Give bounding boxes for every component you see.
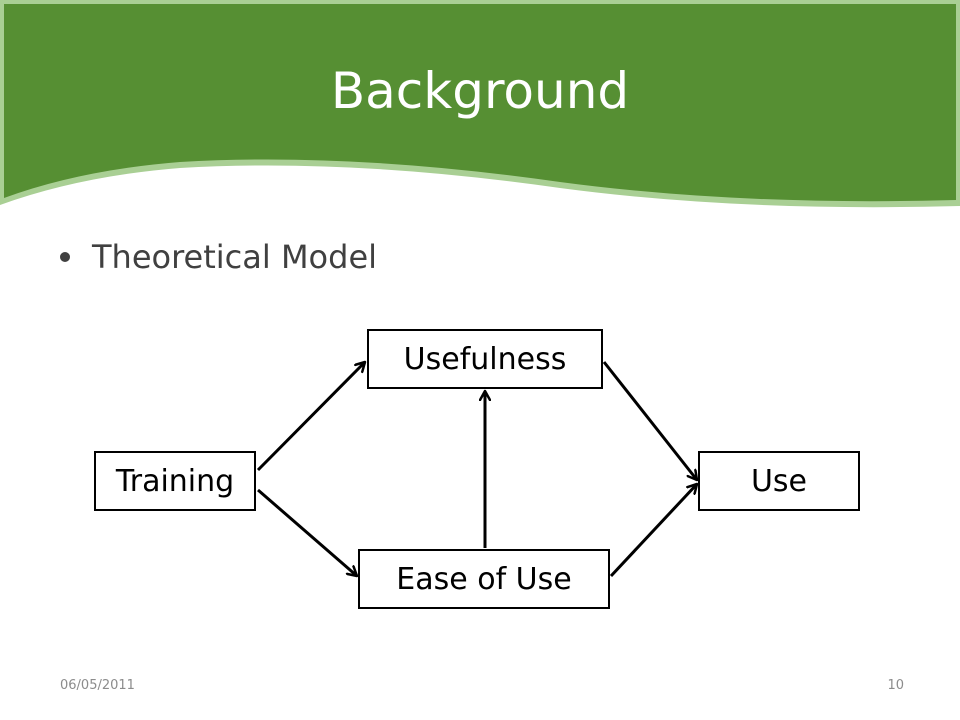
- bullet-dot-icon: [60, 252, 70, 262]
- footer-date: 06/05/2011: [60, 678, 135, 693]
- node-usefulness: Usefulness: [367, 329, 603, 389]
- title-banner-fill: [4, 4, 956, 202]
- page-number: 10: [887, 678, 904, 693]
- node-ease-of-use: Ease of Use: [358, 549, 610, 609]
- bullet-text: Theoretical Model: [92, 238, 378, 276]
- edge-ease-of-use-to-use: [609, 484, 697, 578]
- node-use: Use: [698, 451, 860, 511]
- edge-training-to-ease-of-use: [257, 488, 357, 576]
- bullet-item: Theoretical Model: [60, 235, 377, 279]
- title-banner: [0, 0, 960, 208]
- slide-title: Background: [330, 62, 630, 120]
- edge-usefulness-to-use: [602, 361, 697, 480]
- node-training: Training: [94, 451, 256, 511]
- edge-training-to-usefulness: [256, 362, 365, 472]
